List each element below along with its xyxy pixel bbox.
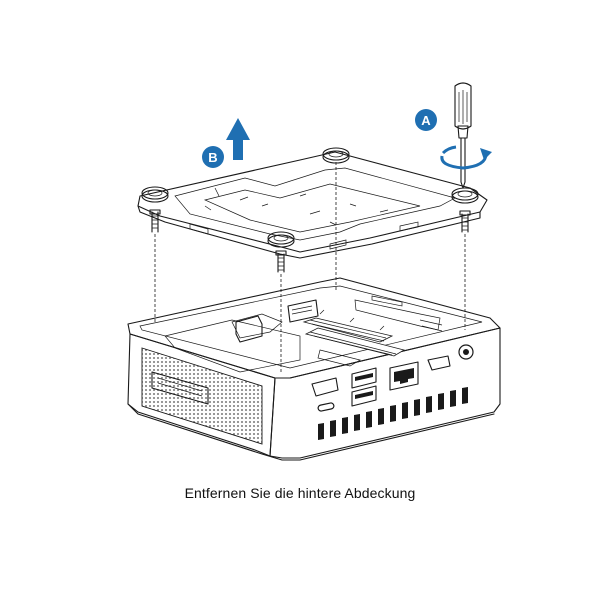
rotation-arrow-icon	[440, 145, 492, 170]
cover-foot-front	[267, 231, 295, 248]
step-b-badge: B	[202, 146, 224, 168]
instruction-caption: Entfernen Sie die hintere Abdeckung	[184, 485, 416, 501]
step-a-label: A	[421, 113, 431, 128]
usb-a-ports	[351, 367, 377, 407]
captive-screws	[149, 209, 471, 273]
hdmi-port	[311, 377, 339, 397]
usb-c-port	[317, 402, 335, 412]
screwdriver-icon	[454, 82, 472, 189]
display-port	[427, 355, 451, 371]
step-a-badge: A	[415, 109, 437, 131]
mini-pc-chassis	[127, 277, 501, 461]
front-io-ports	[311, 344, 474, 412]
alignment-guides	[154, 162, 466, 372]
ethernet-port	[389, 361, 419, 391]
step-b-label: B	[208, 150, 217, 165]
front-vent-slots	[318, 387, 468, 440]
cover-foot-left	[141, 186, 169, 203]
arrow-up-icon	[226, 118, 250, 160]
cover-foot-right	[451, 187, 479, 204]
bottom-cover-plate	[137, 147, 488, 259]
cover-foot-back	[322, 147, 350, 164]
memory-slots	[302, 309, 406, 357]
